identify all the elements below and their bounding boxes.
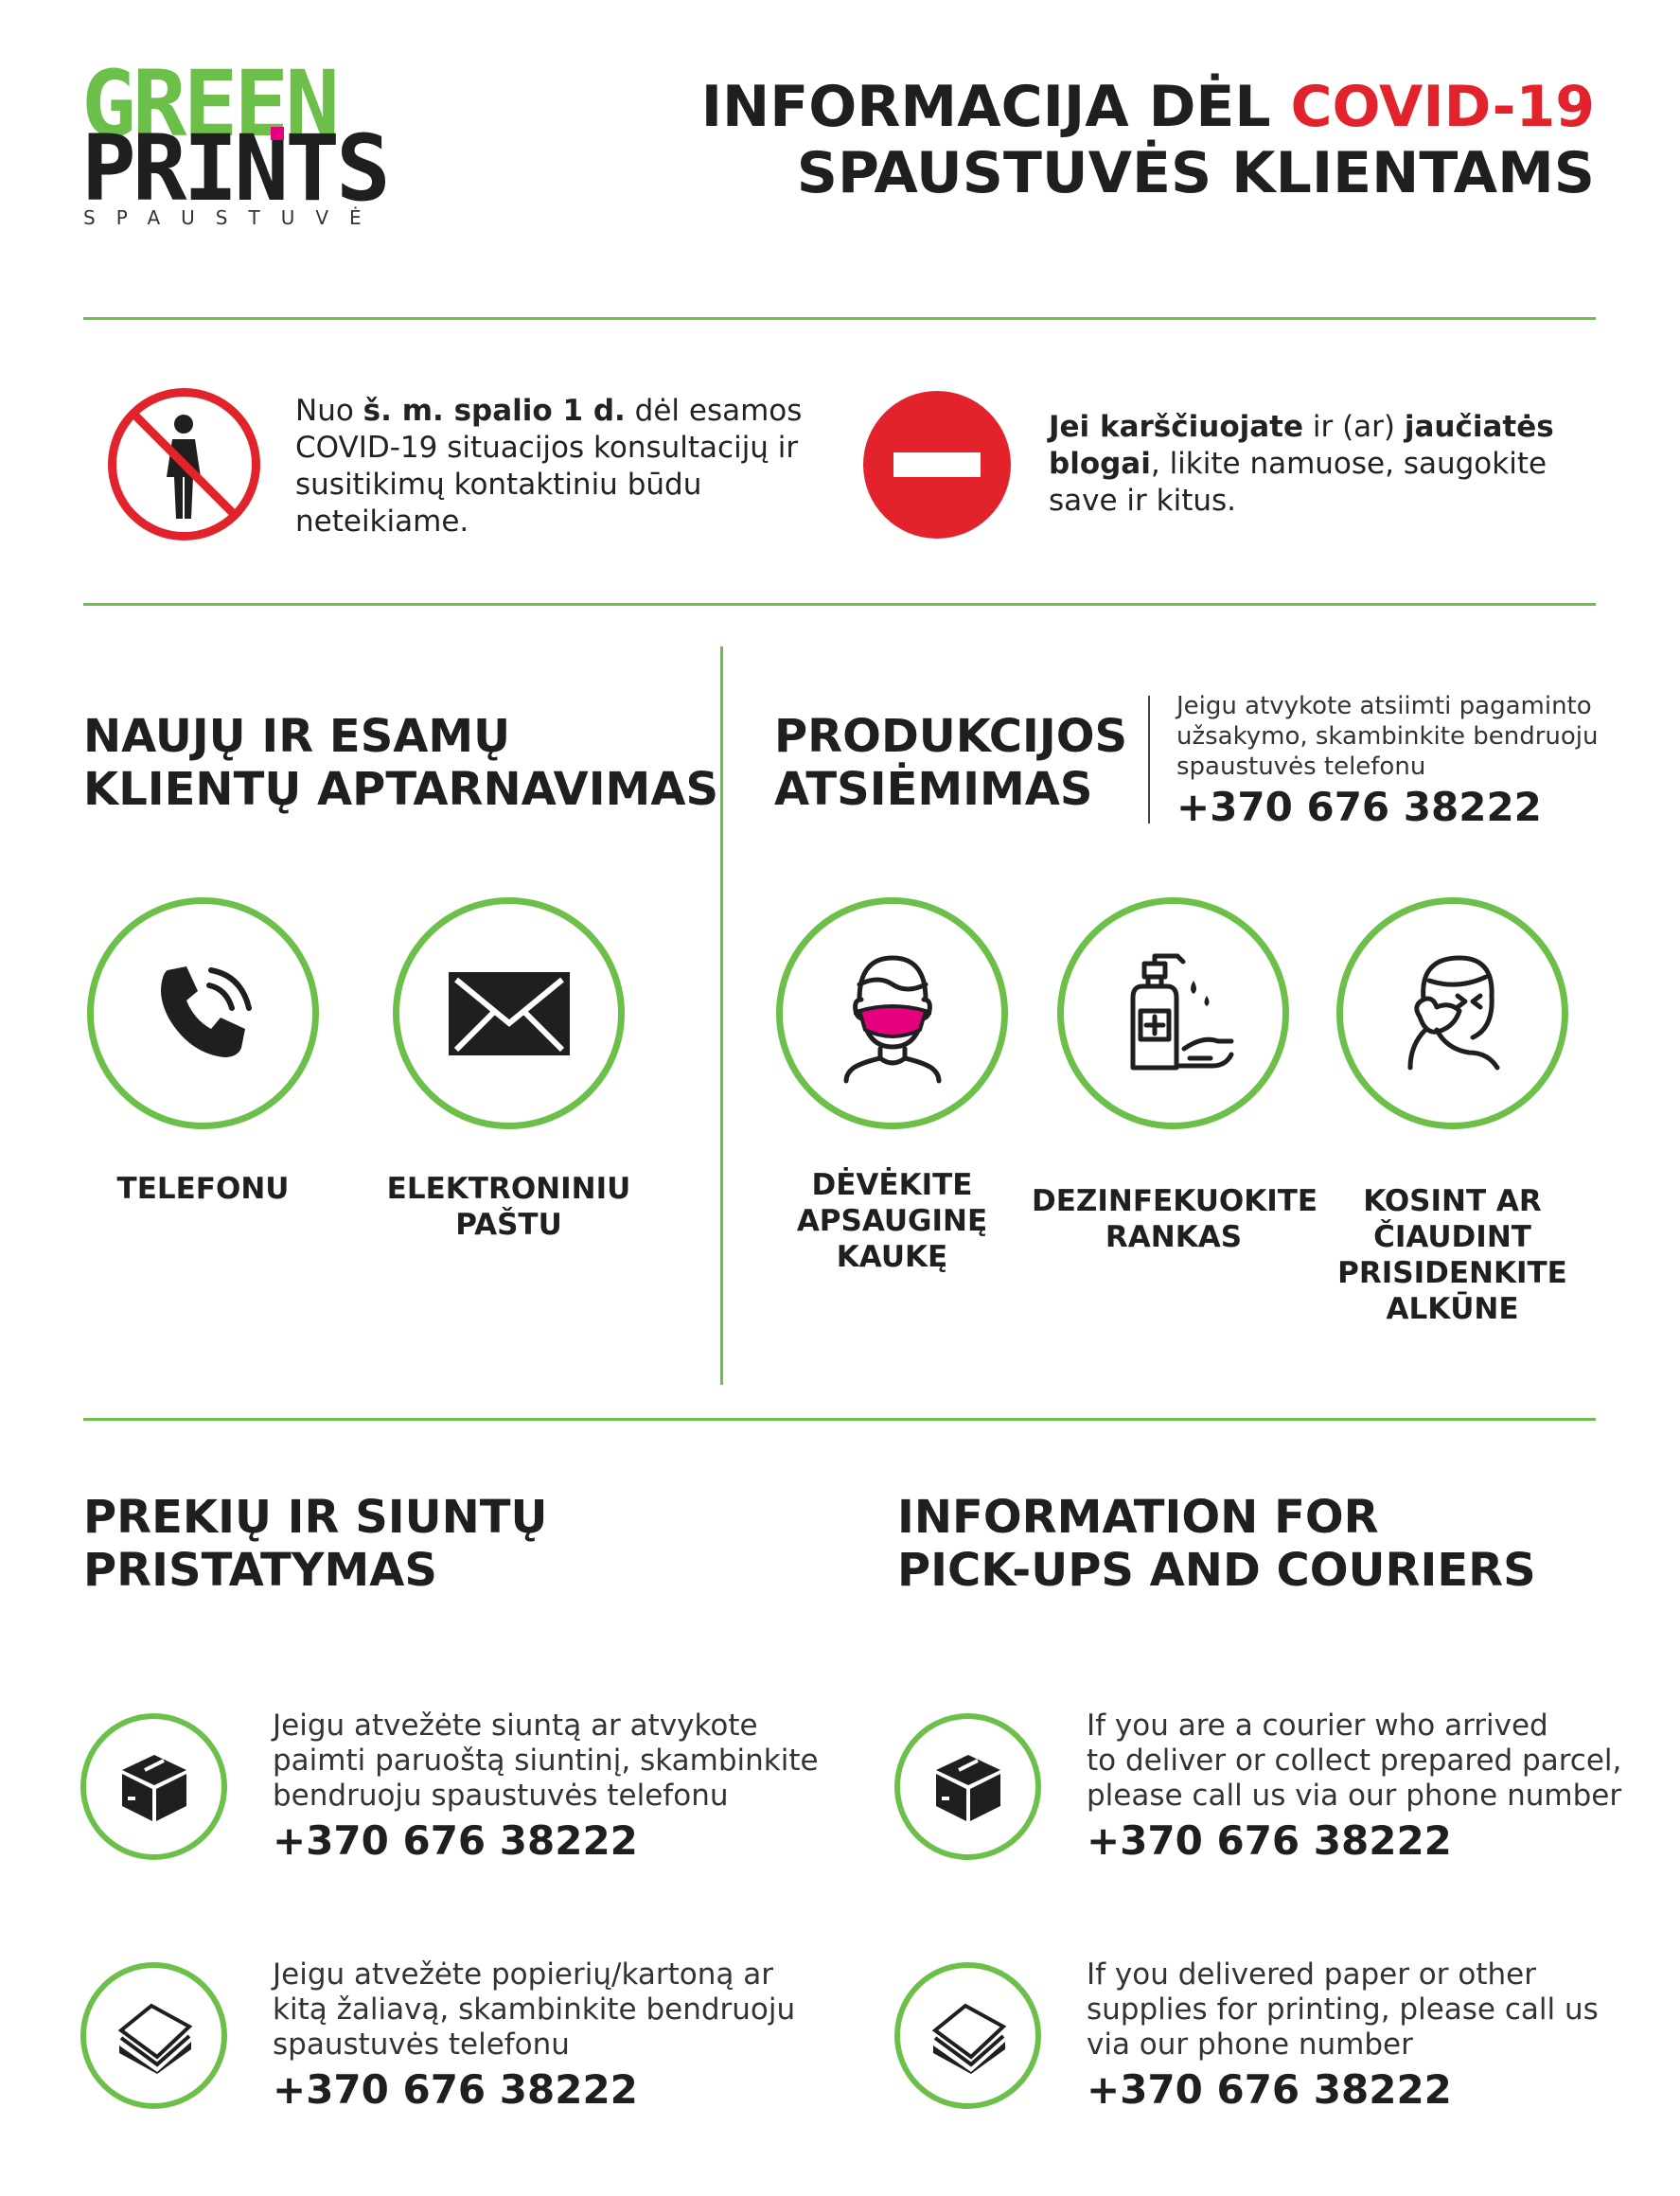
pickup-phone: +370 676 38222 [1176,784,1542,830]
logo-line-green: GREEN [81,51,340,157]
phone-circle [87,897,319,1129]
divider-top [83,317,1596,320]
phone-label: TELEFONU [116,1172,290,1206]
parcel-box-icon [121,1754,186,1821]
cough-label: KOSINT AR ČIAUDINT PRISIDENKITE ALKŪNE [1337,1184,1567,1326]
stop-sign-icon [863,391,1011,539]
no-entry-person-icon [106,386,262,542]
paper-sheets-icon [931,2003,1006,2074]
mask-icon [843,955,941,1083]
cough-elbow-icon [1407,955,1499,1070]
divider-bottom [83,1418,1596,1421]
en-parcel-circle [894,1713,1041,1860]
lt-item2-text: Jeigu atvežėte popierių/kartoną ar kitą … [273,1957,796,2113]
paper-sheets-icon [117,2003,192,2074]
email-circle [393,897,625,1129]
delivery-en-heading: INFORMATION FOR PICK-UPS AND COURIERS [897,1491,1536,1597]
phone-icon [160,965,252,1057]
lt-paper-circle [80,1962,227,2109]
pickup-heading: PRODUKCIJOS ATSIĖMIMAS [774,710,1128,816]
notice-left-text: Nuo š. m. spalio 1 d. dėl esamos COVID-1… [295,394,803,539]
logo-line-black: PRINTS [81,115,391,221]
mask-label: DĖVĖKITE APSAUGINĘ KAUKĘ [796,1168,988,1274]
logo-subtitle: SPAUSTUVĖ [83,206,382,229]
en-item2-phone: +370 676 38222 [1087,2066,1452,2113]
en-item2-text: If you delivered paper or other supplies… [1087,1957,1599,2113]
title-line2: SPAUSTUVĖS KLIENTAMS [796,140,1595,206]
notice-right-text: Jei karščiuojate ir (ar) jaučiatės bloga… [1049,410,1554,518]
divider-vertical [720,646,723,1385]
title-part1: INFORMACIJA DĖL [700,74,1291,140]
logo-magenta-dot [271,127,284,140]
service-heading: NAUJŲ IR ESAMŲ KLIENTŲ APTARNAVIMAS [83,710,719,816]
en-paper-circle [894,1962,1041,2109]
pickup-note: Jeigu atvykote atsiimti pagaminto užsaky… [1176,692,1599,830]
lt-parcel-circle [80,1713,227,1860]
lt-item1-text: Jeigu atvežėte siuntą ar atvykote paimti… [273,1709,819,1864]
en-item1-text: If you are a courier who arrived to deli… [1087,1709,1622,1864]
email-label: ELEKTRONINIU PAŠTU [386,1172,631,1242]
lt-item1-phone: +370 676 38222 [273,1817,638,1864]
title-covid: COVID-19 [1290,74,1595,140]
delivery-lt-heading: PREKIŲ IR SIUNTŲ PRISTATYMAS [83,1491,548,1597]
en-item1-phone: +370 676 38222 [1087,1817,1452,1864]
page-title: INFORMACIJA DĖL COVID-19 SPAUSTUVĖS KLIE… [701,74,1595,206]
mask-circle [776,897,1008,1129]
cough-circle [1336,897,1568,1129]
divider-middle [83,603,1596,606]
envelope-icon [448,971,570,1055]
parcel-box-icon [935,1754,1000,1821]
hands-label: DEZINFEKUOKITE RANKAS [1032,1184,1318,1254]
hand-sanitizer-icon [1130,953,1233,1070]
hands-circle [1057,897,1289,1129]
pickup-separator [1148,696,1150,824]
lt-item2-phone: +370 676 38222 [273,2066,638,2113]
